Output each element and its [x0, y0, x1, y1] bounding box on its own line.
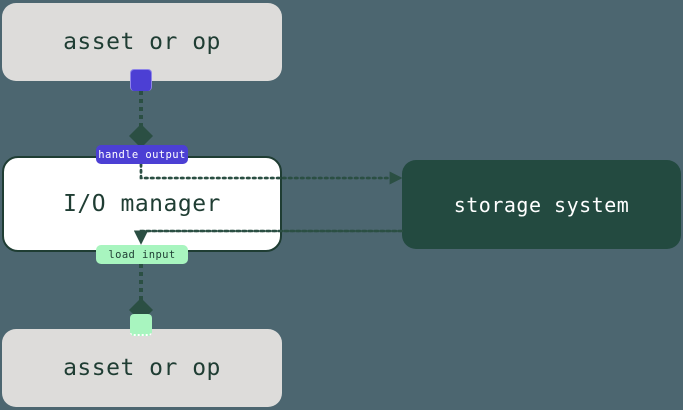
node-asset-or-op-bottom[interactable]: asset or op: [2, 329, 282, 407]
edge-label-text: handle output: [98, 148, 186, 161]
node-label: I/O manager: [63, 191, 221, 217]
edge-label-load-input[interactable]: load input: [96, 245, 188, 264]
edge-label-handle-output[interactable]: handle output: [96, 145, 188, 164]
input-port-marker[interactable]: [130, 314, 152, 336]
edge-label-text: load input: [108, 248, 176, 261]
node-asset-or-op-top[interactable]: asset or op: [2, 3, 282, 81]
node-label: storage system: [453, 192, 630, 217]
node-storage-system[interactable]: storage system: [402, 160, 681, 249]
node-label: asset or op: [63, 355, 221, 381]
node-label: asset or op: [63, 29, 221, 55]
output-port-marker[interactable]: [130, 69, 152, 91]
node-io-manager[interactable]: I/O manager: [2, 156, 282, 252]
